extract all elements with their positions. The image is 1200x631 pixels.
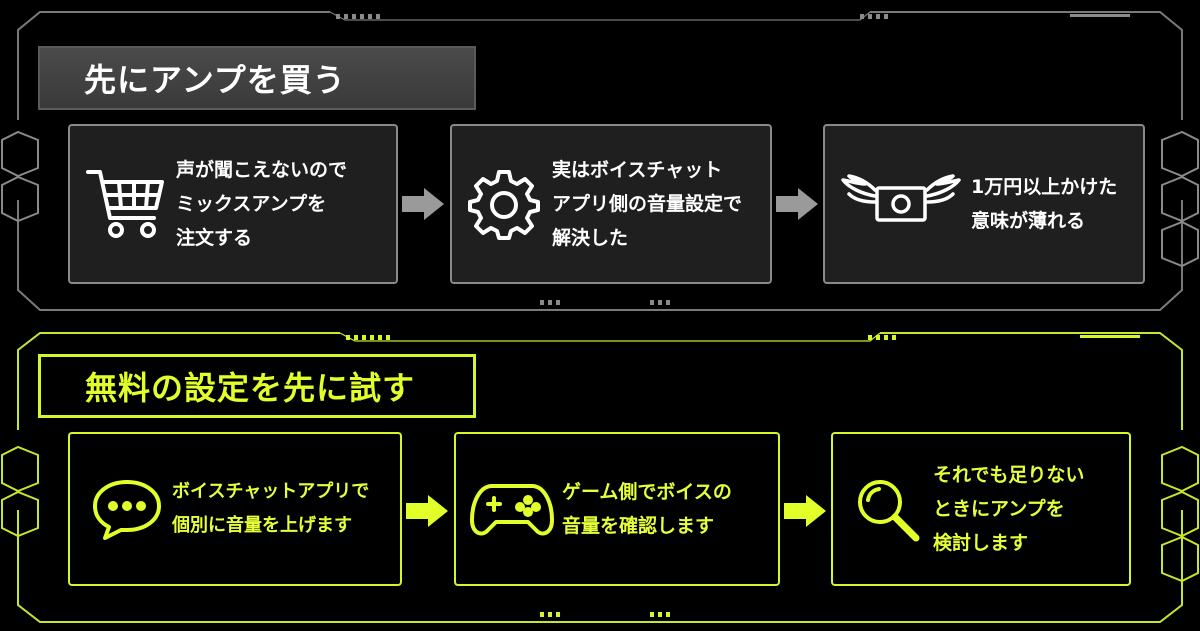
step-text: それでも足りない ときにアンプを 検討します: [933, 464, 1085, 554]
step-card-check-game-volume: ゲーム側でボイスの 音量を確認します: [454, 432, 780, 586]
step-card-consider-amp: それでも足りない ときにアンプを 検討します: [831, 432, 1131, 586]
magnifier-icon: [841, 474, 933, 544]
arrow-right-icon: [784, 495, 826, 527]
arrow-right-icon: [402, 188, 444, 220]
game-controller-icon: [462, 478, 562, 540]
step-card-money-wasted: 1万円以上かけた 意味が薄れる: [823, 124, 1145, 284]
step-text: 実はボイスチャット アプリ側の音量設定で 解決した: [552, 159, 743, 249]
flying-money-icon: [831, 174, 971, 234]
step-text: 声が聞こえないので ミックスアンプを 注文する: [176, 159, 348, 249]
arrow-right-icon: [776, 188, 818, 220]
chat-bubble-icon: [82, 476, 172, 542]
step-card-raise-voice-volume: ボイスチャットアプリで 個別に音量を上げます: [68, 432, 402, 586]
step-text: ゲーム側でボイスの 音量を確認します: [562, 481, 732, 537]
gear-icon: [456, 166, 552, 242]
section-title-try-free-settings: 無料の設定を先に試す: [38, 354, 476, 418]
step-text: ボイスチャットアプリで 個別に音量を上げます: [172, 481, 370, 536]
step-card-app-settings-solved: 実はボイスチャット アプリ側の音量設定で 解決した: [450, 124, 772, 284]
step-text: 1万円以上かけた 意味が薄れる: [971, 176, 1118, 232]
step-card-order-amp: 声が聞こえないので ミックスアンプを 注文する: [68, 124, 398, 284]
arrow-right-icon: [406, 495, 448, 527]
section-title-buy-amp-first: 先にアンプを買う: [38, 46, 476, 110]
shopping-cart-icon: [76, 162, 176, 246]
